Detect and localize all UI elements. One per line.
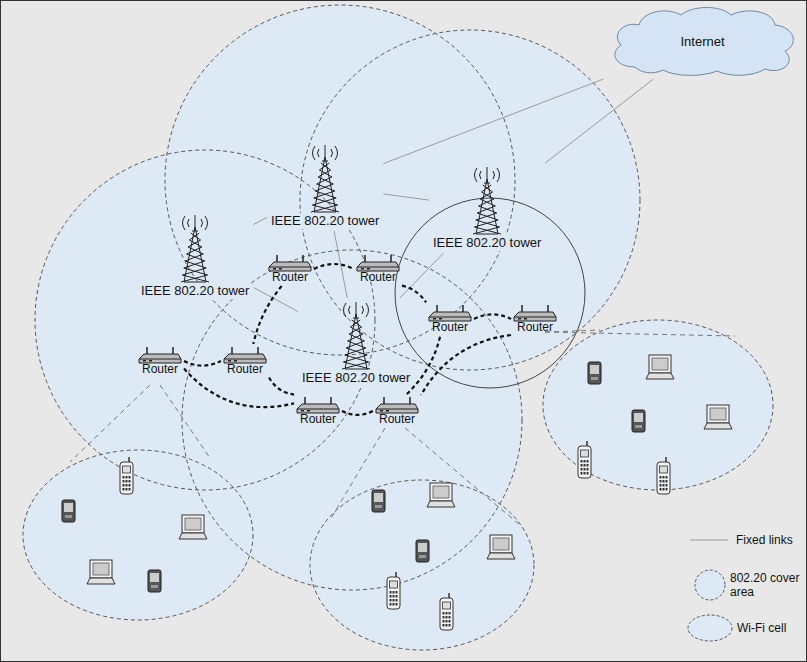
fixed-link [545, 79, 653, 163]
tower-icon [336, 300, 376, 370]
fixed-link [383, 79, 603, 164]
router-node: Router [513, 304, 557, 334]
tower-node: IEEE 802.20 tower [269, 143, 381, 229]
pda-device [148, 570, 161, 592]
router-label: Router [226, 363, 264, 376]
router-node: Router [356, 254, 400, 284]
router-label: Router [378, 413, 416, 426]
router-node: Router [268, 254, 312, 284]
pda-device [416, 540, 429, 562]
fixed-link [400, 253, 444, 298]
cell-phone [120, 457, 133, 494]
pda-device [588, 362, 601, 384]
tower-node: IEEE 802.20 tower [431, 165, 543, 251]
internet-cloud: Internet [605, 5, 800, 77]
router-label: Router [359, 271, 397, 284]
mesh-link [184, 361, 221, 366]
router-label: Router [431, 321, 469, 334]
mesh-link [269, 377, 294, 394]
mesh-link [342, 411, 373, 415]
tower-label: IEEE 802.20 tower [431, 235, 543, 251]
laptop [179, 515, 207, 539]
cell-phone [440, 593, 453, 630]
router-label: Router [299, 413, 337, 426]
laptop [646, 355, 674, 379]
router-label: Router [141, 363, 179, 376]
legend-text: 802.20 cover area [730, 571, 800, 599]
legend-text: Fixed links [736, 533, 802, 547]
mesh-link [402, 286, 426, 303]
pda-device [62, 500, 75, 522]
laptop [87, 560, 115, 584]
mesh-link [474, 314, 511, 319]
router-node: Router [138, 346, 182, 376]
fixed-link [253, 217, 267, 224]
tower-icon [305, 143, 345, 213]
pda-device [632, 410, 645, 432]
tower-label: IEEE 802.20 tower [269, 213, 381, 229]
cell-phone [578, 441, 591, 478]
mesh-link [314, 264, 354, 269]
router-node: Router [223, 346, 267, 376]
router-label: Router [516, 321, 554, 334]
cell-phone [387, 572, 400, 609]
laptop [487, 535, 515, 559]
legend-text: Wi-Fi cell [737, 621, 803, 635]
laptop [704, 405, 732, 429]
cell-phone [657, 457, 670, 494]
cloud-label: Internet [605, 5, 800, 77]
fixed-link [253, 287, 298, 311]
laptop [427, 483, 455, 507]
router-node: Router [428, 304, 472, 334]
router-label: Router [271, 271, 309, 284]
mesh-link [421, 335, 511, 395]
mesh-link [253, 286, 281, 344]
tower-label: IEEE 802.20 tower [300, 370, 412, 386]
tower-node: IEEE 802.20 tower [139, 213, 251, 299]
router-node: Router [296, 396, 340, 426]
tower-label: IEEE 802.20 tower [139, 283, 251, 299]
fixed-link [383, 194, 429, 200]
pda-device [372, 490, 385, 512]
tower-icon [175, 213, 215, 283]
router-node: Router [375, 396, 419, 426]
tower-icon [467, 165, 507, 235]
tower-node: IEEE 802.20 tower [300, 300, 412, 386]
